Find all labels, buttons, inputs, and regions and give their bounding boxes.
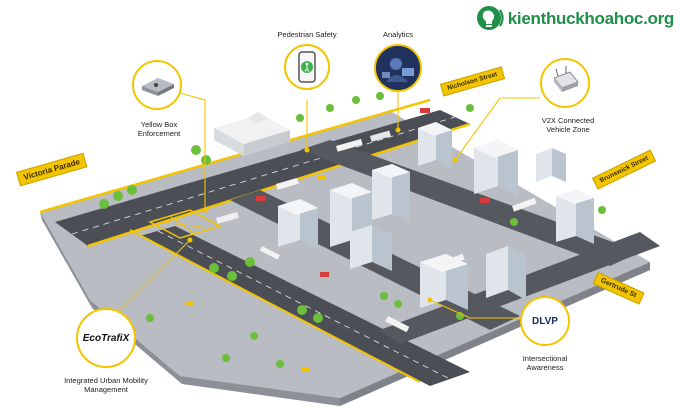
analytics-photo-icon <box>376 46 420 90</box>
bulb-head-icon <box>476 6 504 30</box>
building-block-j <box>536 148 566 182</box>
callout-label: Intersectional Awareness <box>522 354 568 373</box>
sensor-device-icon <box>142 78 174 96</box>
watermark-logo: kienthuckhoahoc.org <box>474 4 674 34</box>
vehicles <box>186 108 537 372</box>
callout-leader-dots <box>187 127 458 303</box>
callout-label: Integrated Urban Mobility Management <box>64 376 148 395</box>
callout-v2x-connected-vehicle-zone: V2X Connected Vehicle Zone <box>532 116 604 135</box>
analytics-badge <box>374 44 422 92</box>
building-block-e <box>278 199 318 249</box>
callout-label: Yellow Box Enforcement <box>137 120 181 139</box>
callout-label: Analytics <box>382 30 413 39</box>
callout-analytics: Analytics <box>356 30 440 39</box>
yellow-box-badge <box>132 60 182 110</box>
building-block-f <box>350 225 392 271</box>
callout-yellow-box-enforcement: Yellow Box Enforcement <box>126 120 192 139</box>
watermark-text: kienthuckhoahoc.org <box>507 9 675 28</box>
roadside-unit-icon <box>553 66 579 92</box>
callout-integrated-urban-mobility: Integrated Urban Mobility Management <box>50 376 162 395</box>
heritage-building <box>214 112 290 156</box>
building-block-i <box>556 190 594 244</box>
callout-pedestrian-safety: Pedestrian Safety <box>262 30 352 39</box>
smartphone-pedestrian-icon <box>298 51 316 83</box>
pedestrian-safety-badge <box>284 44 330 90</box>
v2x-badge <box>540 58 590 108</box>
yellow-box-junction <box>148 209 222 239</box>
dlvp-logo: DLVP <box>532 315 558 327</box>
callout-intersectional-awareness: Intersectional Awareness <box>510 354 580 373</box>
road-victoria-parade <box>55 110 470 246</box>
building-block-b <box>372 164 410 222</box>
dlvp-badge: DLVP <box>520 296 570 346</box>
building-block-d <box>418 122 452 168</box>
ecotrafix-badge: EcoTrafiX <box>76 308 136 368</box>
callout-label: Pedestrian Safety <box>277 30 337 39</box>
callout-label: V2X Connected Vehicle Zone <box>541 116 595 135</box>
building-block-h <box>486 246 526 300</box>
building-block-c <box>474 140 518 196</box>
ecotrafix-logo: EcoTrafiX <box>82 332 130 344</box>
park-trees <box>99 92 606 368</box>
